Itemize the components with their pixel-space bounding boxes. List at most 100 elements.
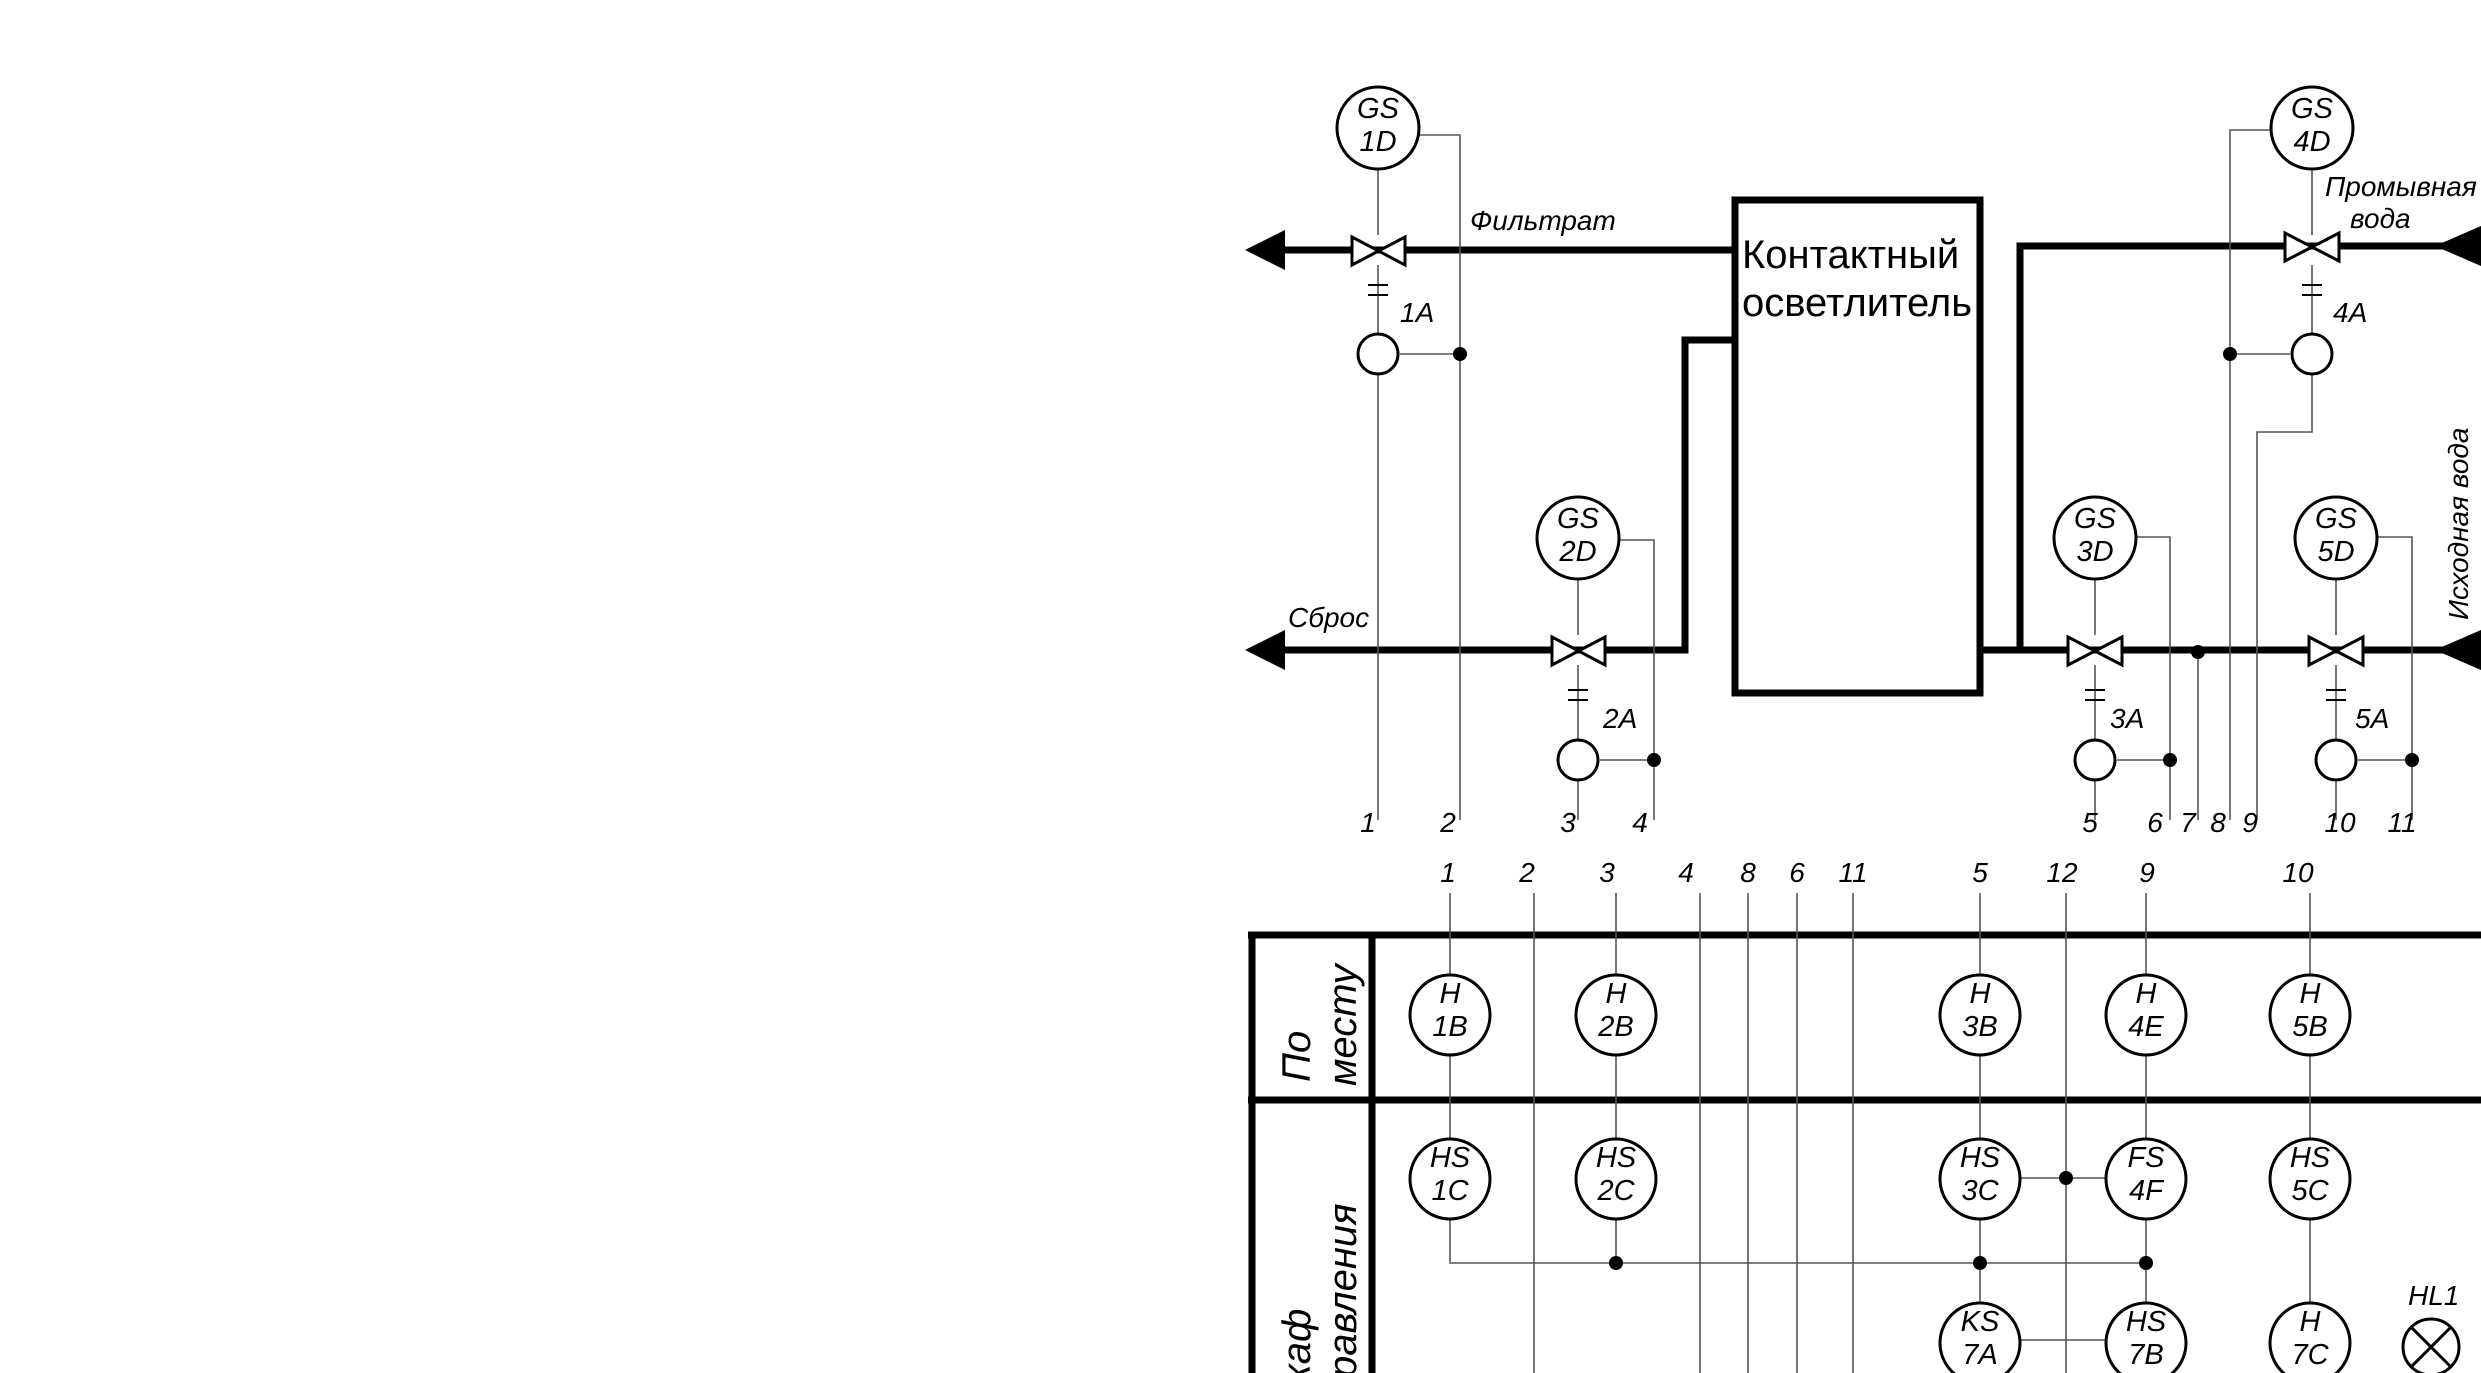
field-wire-10: 10	[2324, 807, 2356, 838]
actuator-1a-label: 1A	[1400, 297, 1434, 328]
gs-3d-icon	[2052, 495, 2138, 581]
filtrate-arrow	[1245, 230, 1285, 270]
panel-wire-12: 12	[2046, 857, 2078, 888]
gs-1d-l1: GS	[1357, 93, 1400, 125]
hs-5c-icon	[2268, 1137, 2352, 1221]
panel-wire-9: 9	[2139, 857, 2155, 888]
field-wire-3: 3	[1560, 807, 1576, 838]
h-1b-l2: 1B	[1432, 1011, 1467, 1043]
field-wire-4: 4	[1632, 807, 1648, 838]
hs-1c-l1: HS	[1430, 1142, 1471, 1174]
valve-2	[1550, 634, 1607, 668]
field-signal-wires	[1377, 129, 2413, 820]
panel-frame	[1248, 931, 2481, 1373]
gs-5d-icon	[2293, 495, 2379, 581]
actuator-4a-label: 4A	[2333, 297, 2367, 328]
panel-wire-3: 3	[1599, 857, 1615, 888]
field-wire-7: 7	[2180, 807, 2197, 838]
gs-4d-l1: GS	[2291, 93, 2334, 125]
junction-dots	[1453, 347, 2419, 767]
wash-water-label-1: Промывная	[2325, 171, 2477, 202]
h-2b-icon	[1574, 973, 1658, 1057]
h-5b-l2: 5B	[2292, 1011, 2327, 1043]
fs-4f-l2: 4F	[2129, 1175, 2165, 1207]
actuator-2a-label: 2A	[1602, 703, 1637, 734]
discharge-label: Сброс	[1288, 602, 1369, 633]
source-water-arrow	[2435, 630, 2481, 670]
h-5b-icon	[2268, 973, 2352, 1057]
actuator-3a-icon	[2073, 738, 2117, 782]
ks-7a-l1: KS	[1961, 1306, 2000, 1338]
h-1b-l1: H	[1440, 978, 1461, 1010]
hs-3c-l1: HS	[1960, 1142, 2001, 1174]
hs-3c-l2: 3C	[1961, 1175, 1999, 1207]
panel-wire-11: 11	[1838, 857, 1867, 888]
h-7c-l2: 7C	[2291, 1339, 2329, 1371]
h-7c-icon	[2268, 1301, 2352, 1373]
hs-2c-icon	[1574, 1137, 1658, 1221]
panel-wire-6: 6	[1789, 857, 1805, 888]
hs-2c-l2: 2C	[1596, 1175, 1635, 1207]
field-wire-9: 9	[2242, 807, 2258, 838]
clarifier-title-1: Контактный	[1742, 233, 1959, 277]
actuator-1a-icon	[1356, 332, 1400, 376]
h-5b-l1: H	[2300, 978, 2321, 1010]
panel-wire-1: 1	[1440, 857, 1456, 888]
h-3b-l2: 3B	[1962, 1011, 1997, 1043]
h-2b-l2: 2B	[1597, 1011, 1633, 1043]
valves	[1350, 230, 2365, 668]
row-label-cabinet-2: управления	[1321, 1204, 1365, 1373]
wash-water-arrow	[2435, 226, 2481, 266]
panel-wire-4: 4	[1678, 857, 1694, 888]
panel-wire-8: 8	[1740, 857, 1756, 888]
h-3b-icon	[1938, 973, 2022, 1057]
actuators	[1356, 332, 2358, 782]
valve-3	[2066, 634, 2124, 668]
discharge-arrow	[1245, 630, 1285, 670]
row-label-local-2: месту	[1321, 961, 1365, 1086]
actuator-3a-label: 3A	[2110, 703, 2144, 734]
wash-water-label-2: вода	[2350, 203, 2411, 234]
lamp-hl1-icon	[2401, 1317, 2461, 1373]
flow-arrows	[1245, 226, 2481, 670]
hs-7b-l2: 7B	[2128, 1339, 2163, 1371]
field-wire-2: 2	[1439, 807, 1456, 838]
source-water-label: Исходная вода	[2443, 428, 2474, 621]
hs-7b-l1: HS	[2126, 1306, 2167, 1338]
gs-3d-l1: GS	[2074, 503, 2117, 535]
h-7c-l1: H	[2300, 1306, 2321, 1338]
hs-5c-l1: HS	[2290, 1142, 2331, 1174]
hs-5c-l2: 5C	[2291, 1175, 2329, 1207]
gs-1d-icon	[1335, 85, 1421, 171]
field-wire-8: 8	[2210, 807, 2226, 838]
h-1b-icon	[1408, 973, 1492, 1057]
hs-3c-icon	[1938, 1137, 2022, 1221]
actuator-2a-icon	[1556, 738, 1600, 782]
hs-1c-l2: 1C	[1431, 1175, 1469, 1207]
panel-junction-dots	[1609, 1171, 2153, 1270]
contact-clarifier-box	[1731, 196, 1984, 697]
gs-1d-l2: 1D	[1359, 126, 1396, 158]
h-3b-l1: H	[1970, 978, 1991, 1010]
gs-2d-icon	[1535, 495, 1621, 581]
clarifier-title-2: осветлитель	[1742, 281, 1972, 325]
gs-5d-l2: 5D	[2317, 536, 2354, 568]
gs-5d-l1: GS	[2315, 503, 2358, 535]
actuator-stem-ticks	[1368, 284, 2346, 701]
ks-7a-l2: 7A	[1962, 1339, 1997, 1371]
valve-4	[2283, 230, 2341, 264]
gs-bubble-texts: GS 1D GS 2D GS 3D GS 4D GS 5D	[1357, 93, 2358, 568]
fs-4f-l1: FS	[2127, 1142, 2165, 1174]
panel-bubble-texts: H 1B H 2B H 3B H 4E H 5B HS 1C HS 2C HS …	[1430, 978, 2331, 1371]
actuator-5a-icon	[2314, 738, 2358, 782]
h-4e-icon	[2104, 973, 2188, 1057]
field-wire-numbers: 1 2 3 4 5 6 7 8 9 10 11	[1360, 807, 2416, 838]
gs-bubbles	[1335, 85, 2379, 581]
panel-bubbles	[1408, 973, 2352, 1373]
lamp-hl1-label: HL1	[2408, 1280, 2459, 1311]
gs-4d-icon	[2269, 85, 2355, 171]
field-wire-11: 11	[2387, 807, 2416, 838]
actuator-4a-icon	[2290, 332, 2334, 376]
gs-2d-l1: GS	[1557, 503, 1600, 535]
field-wire-6: 6	[2147, 807, 2163, 838]
